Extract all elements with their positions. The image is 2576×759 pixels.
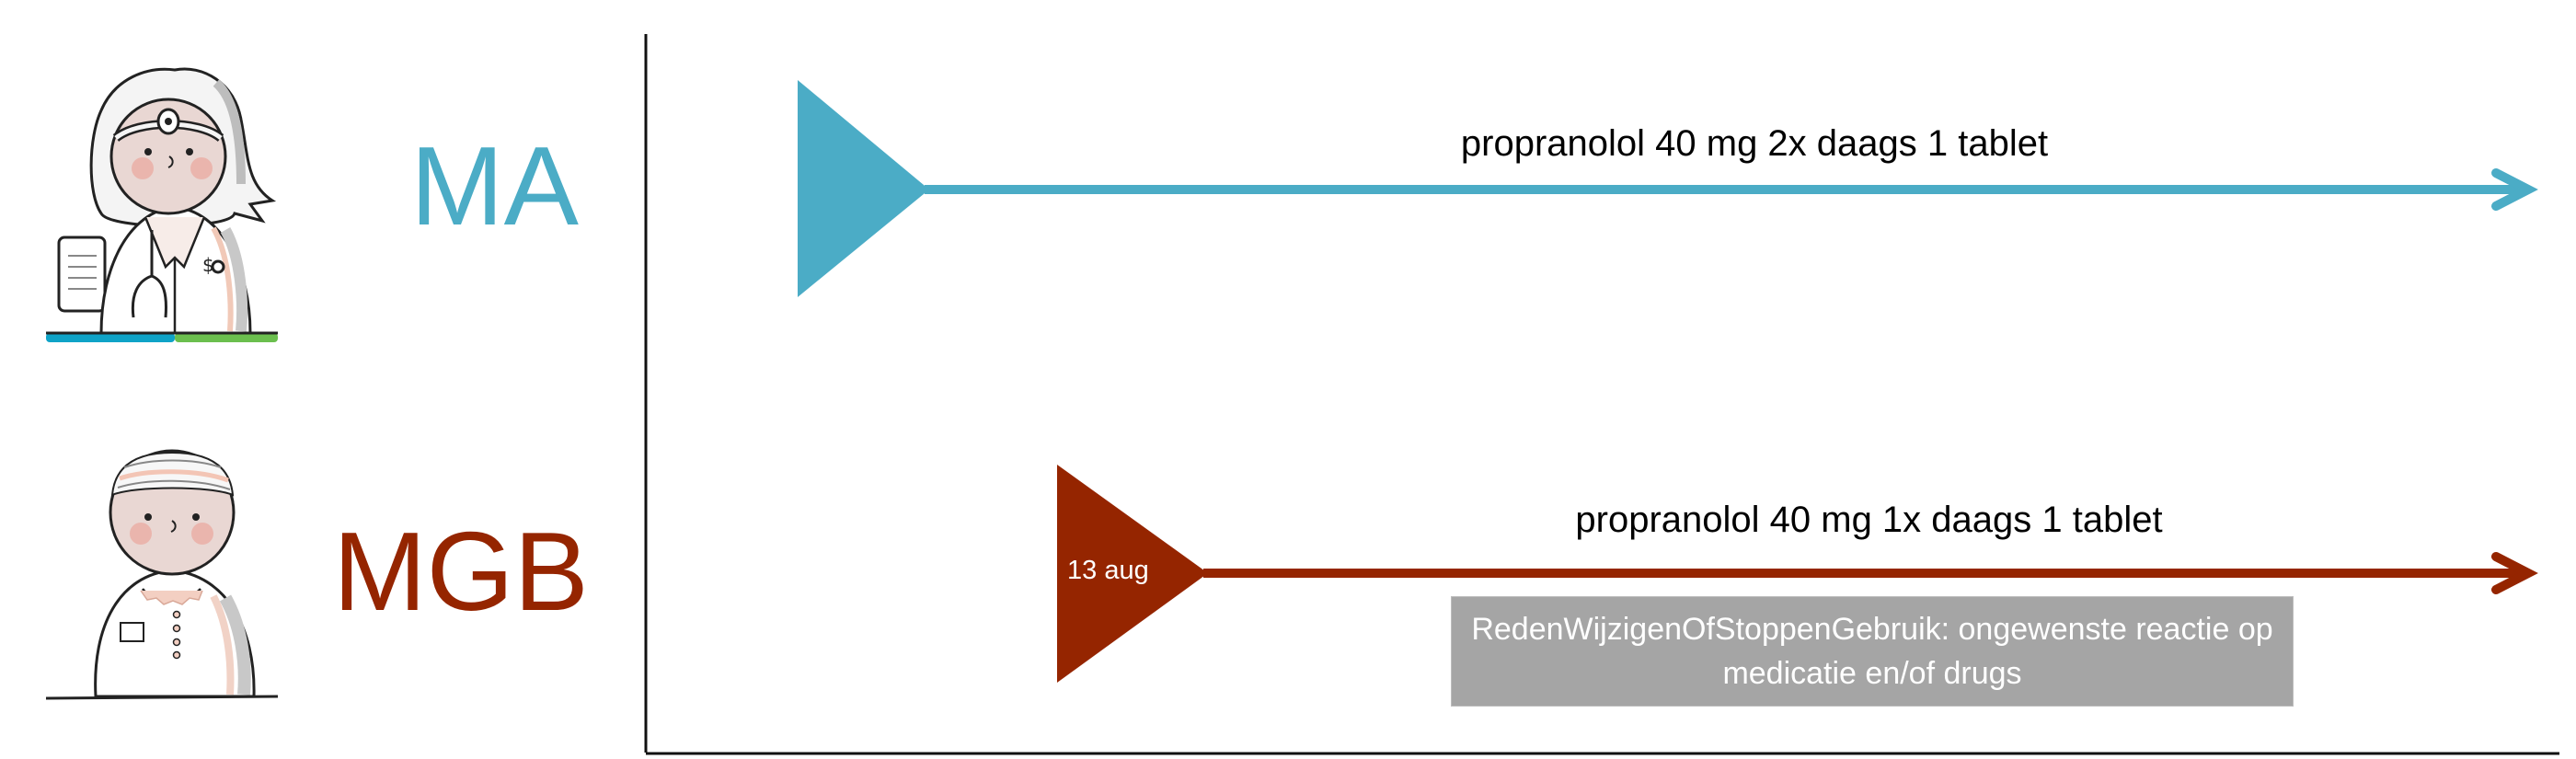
start-marker-ma [798,80,929,297]
doctor-icon: $ [46,67,278,342]
medication-description-mgb: propranolol 40 mg 1x daags 1 tablet [1575,500,2163,540]
timeline-track-mgb [1057,465,2538,683]
reason-annotation-box: RedenWijzigenOfStoppenGebruik: ongewenst… [1451,596,2294,707]
medication-description-ma: propranolol 40 mg 2x daags 1 tablet [1460,123,2049,164]
role-label-ma: MA [410,123,579,248]
timeline-track-ma [798,80,2538,297]
role-label-mgb: MGB [333,509,589,634]
arrow-head-ma [2491,168,2538,211]
arrow-head-mgb [2491,552,2538,594]
start-date-label-mgb: 13 aug [1067,556,1149,585]
patient-icon [45,449,279,700]
reason-text: RedenWijzigenOfStoppenGebruik: ongewenst… [1471,612,2273,691]
start-marker-mgb [1057,465,1208,683]
svg-text:$: $ [202,254,214,276]
